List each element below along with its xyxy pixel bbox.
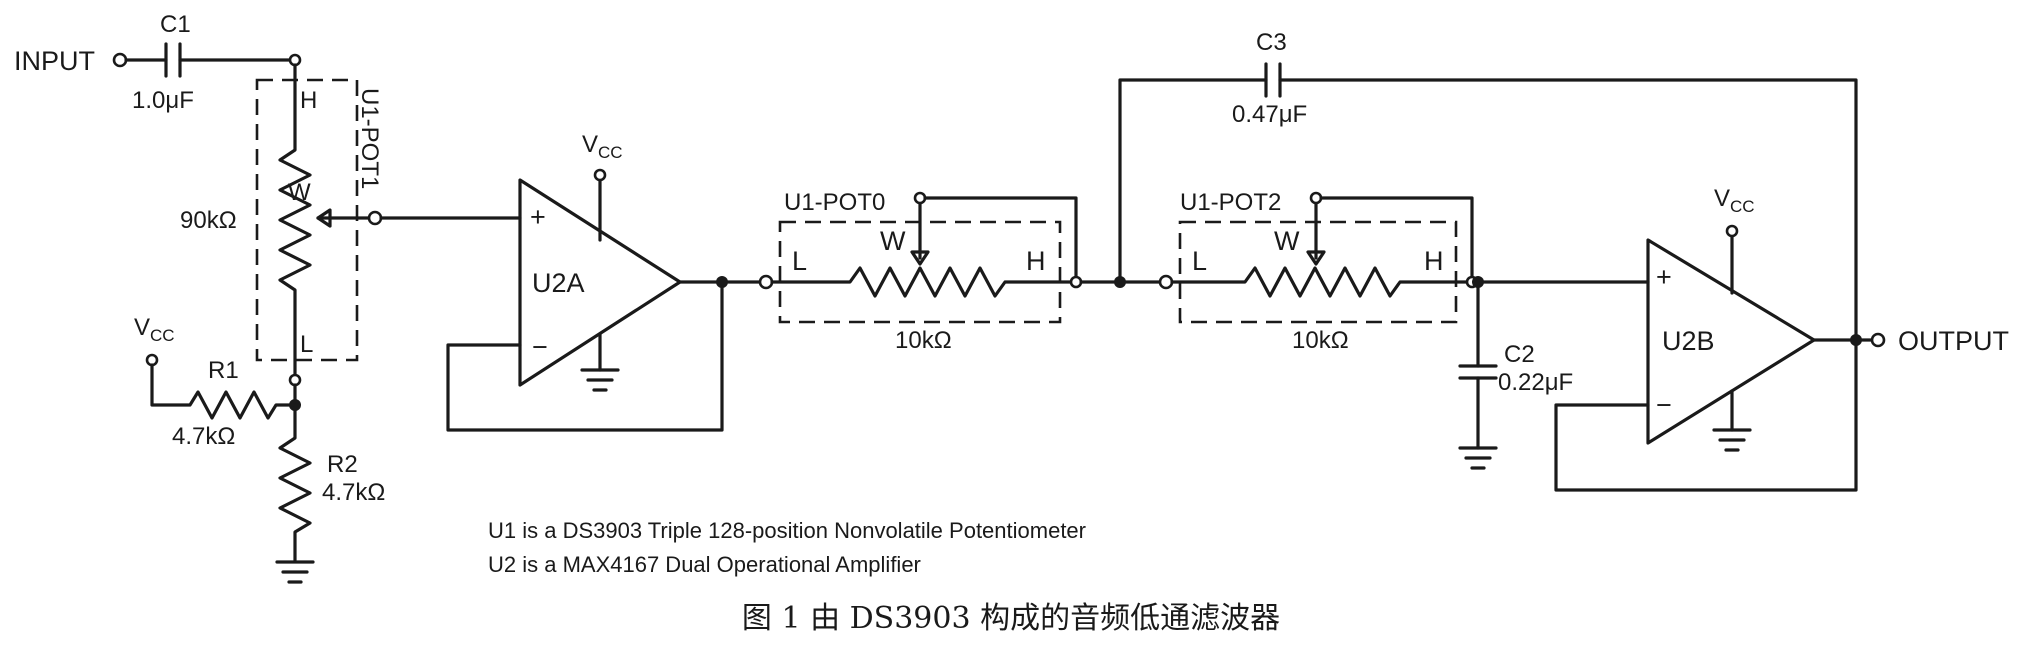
c3-value: 0.47μF (1232, 101, 1307, 128)
r1-value: 4.7kΩ (172, 423, 235, 450)
pot2-value: 10kΩ (1292, 327, 1349, 354)
ground-u2b (1712, 428, 1752, 452)
pot0-w-label: W (880, 226, 906, 256)
note-u2: U2 is a MAX4167 Dual Operational Amplifi… (488, 552, 921, 577)
c2-value: 0.22μF (1498, 369, 1573, 396)
vcc-r1-label: VCC (134, 314, 175, 345)
pot1-name: U1-POT1 (356, 88, 383, 189)
u2b-name: U2B (1662, 326, 1715, 356)
pot0-h-label: H (1026, 246, 1046, 276)
pot2-resistor (1170, 266, 1468, 298)
vcc-u2a-label: VCC (582, 131, 623, 162)
pot0-resistor (770, 266, 1072, 298)
resistor-r2 (278, 403, 312, 562)
capacitor-c3 (1264, 62, 1282, 98)
pot1-h-label: H (300, 87, 317, 114)
input-terminal (112, 52, 128, 68)
u2a-plus: + (530, 202, 546, 232)
pot1-w-label: W (288, 179, 311, 206)
capacitor-c2 (1458, 364, 1498, 380)
r2-name: R2 (327, 451, 358, 478)
capacitor-c1 (164, 42, 182, 78)
resistor-r1 (150, 363, 297, 420)
pot1-enclosure (255, 78, 359, 362)
pot2-w-label: W (1274, 226, 1300, 256)
pot1-value: 90kΩ (180, 207, 237, 234)
ground-u2a (580, 368, 620, 392)
output-label: OUTPUT (1898, 326, 2009, 356)
c2-name: C2 (1504, 341, 1535, 368)
c1-value: 1.0μF (132, 87, 194, 114)
input-label: INPUT (14, 46, 95, 76)
u2b-plus: + (1656, 262, 1672, 292)
pot0-value: 10kΩ (895, 327, 952, 354)
c3-name: C3 (1256, 29, 1287, 56)
pot2-h-label: H (1424, 246, 1444, 276)
output-terminal (1870, 332, 1886, 348)
ground-r2 (275, 560, 315, 584)
pot0-l-label: L (792, 246, 807, 276)
pot2-name: U1-POT2 (1180, 189, 1281, 216)
pot0-name: U1-POT0 (784, 189, 885, 216)
pot2-l-label: L (1192, 246, 1207, 276)
r2-value: 4.7kΩ (322, 479, 385, 506)
pot1-resistor (278, 63, 312, 382)
ground-c2 (1458, 446, 1498, 470)
note-u1: U1 is a DS3903 Triple 128-position Nonvo… (488, 518, 1086, 543)
u2a-minus: − (532, 332, 548, 362)
u2a-name: U2A (532, 268, 585, 298)
c1-name: C1 (160, 11, 191, 38)
pot2-enclosure (1178, 220, 1458, 324)
r1-name: R1 (208, 357, 239, 384)
pot1-l-label: L (300, 331, 313, 358)
vcc-u2b-label: VCC (1714, 185, 1755, 216)
figure-caption: 图 1 由 DS3903 构成的音频低通滤波器 (742, 601, 1280, 636)
u2b-minus: − (1656, 390, 1672, 420)
